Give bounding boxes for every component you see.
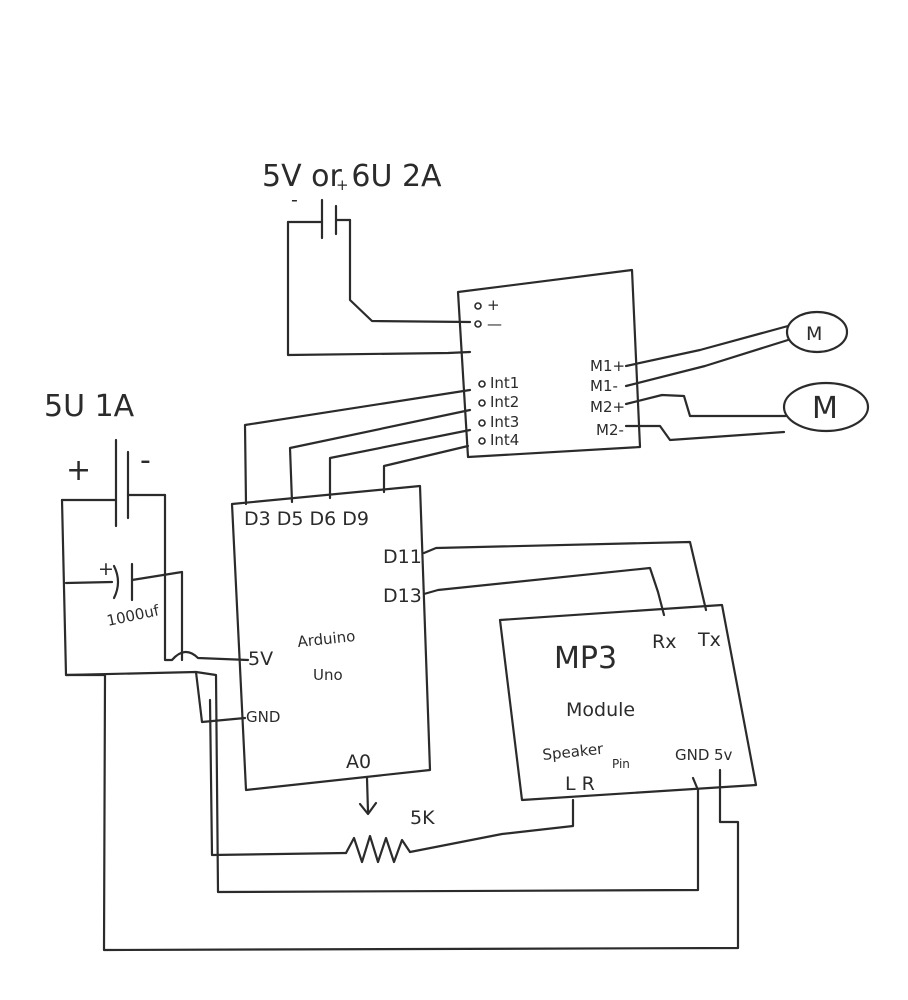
logic-battery-minus: -	[140, 443, 151, 478]
mp3-title: MP3	[554, 641, 617, 676]
wire-d13-rx	[422, 566, 666, 617]
motor-battery-plus: +	[336, 176, 349, 194]
arduino-pin-gnd: GND	[246, 708, 280, 726]
capacitor-value: 1000uf	[105, 601, 161, 630]
wire-pot-rail	[208, 698, 348, 857]
mp3-speaker-label: Speaker	[542, 740, 605, 764]
mp3-pin-5v: 5v	[714, 746, 733, 764]
logic-battery-plus: +	[66, 453, 91, 488]
driver-pin-m1-plus: M1+	[590, 357, 625, 375]
arduino-subtitle: Uno	[313, 666, 343, 684]
wire-logic-positive-rail	[163, 493, 250, 662]
mp3-pin-label: Pin	[612, 757, 630, 771]
driver-pin-m2-plus: M2+	[590, 398, 625, 416]
driver-pin-m2-minus: M2-	[596, 421, 624, 439]
mp3-pin-gnd: GND	[675, 746, 709, 764]
wire-pot-speaker	[408, 798, 575, 854]
wire-m1-minus	[624, 338, 790, 388]
wire-gnd-rail	[64, 670, 247, 724]
logic-supply-label: 5U 1A	[44, 389, 135, 424]
mp3-pin-rx: Rx	[652, 631, 676, 653]
wire-m2-minus	[624, 424, 786, 442]
arduino-top-pins: D3 D5 D6 D9	[244, 508, 369, 530]
driver-pin-int3: Int3	[490, 413, 519, 431]
arduino-board	[230, 484, 432, 792]
driver-pin-m1-minus: M1-	[590, 377, 618, 395]
driver-pin-plus: +	[487, 296, 500, 314]
motor-1-label: M	[806, 323, 822, 345]
capacitor-symbol	[64, 562, 184, 602]
capacitor-plus: +	[98, 558, 114, 580]
logic-battery-symbol	[60, 438, 167, 528]
mp3-module-board	[498, 603, 758, 802]
pot-wiper-arrow	[358, 801, 378, 816]
potentiometer-symbol	[344, 834, 412, 864]
motor-supply-label: 5V or 6U 2A	[262, 159, 442, 194]
driver-pin-dots	[474, 302, 486, 445]
wire-d5-int2	[288, 408, 472, 504]
arduino-pin-d11: D11	[383, 546, 422, 568]
motor-driver-board	[456, 268, 642, 459]
arduino-pin-d13: D13	[383, 585, 422, 607]
wire-d3-int1	[243, 388, 472, 506]
motor-2-label: M	[812, 391, 838, 426]
mp3-pin-tx: Tx	[697, 629, 721, 651]
driver-pin-int4: Int4	[490, 431, 519, 449]
pot-value: 5K	[410, 807, 435, 829]
arduino-pin-5v: 5V	[248, 648, 273, 670]
wire-m2-plus	[624, 393, 788, 418]
mp3-subtitle: Module	[566, 699, 635, 721]
arduino-title: Arduino	[297, 627, 357, 651]
wire-d6-int3	[328, 428, 472, 500]
motor-2: M	[782, 381, 870, 433]
wire-a0-pot	[365, 776, 370, 814]
motor-battery-minus: -	[291, 189, 298, 211]
motor-1: M	[785, 310, 849, 354]
mp3-speaker-lr: L R	[565, 773, 595, 795]
wire-m1-plus	[624, 324, 790, 368]
driver-pin-minus: —	[487, 315, 502, 333]
motor-battery-symbol	[286, 198, 472, 357]
wire-d9-int4	[382, 444, 470, 494]
arduino-pin-a0: A0	[346, 751, 371, 773]
driver-pin-int1: Int1	[490, 374, 519, 392]
driver-pin-int2: Int2	[490, 393, 519, 411]
wire-d11-tx	[422, 540, 708, 612]
